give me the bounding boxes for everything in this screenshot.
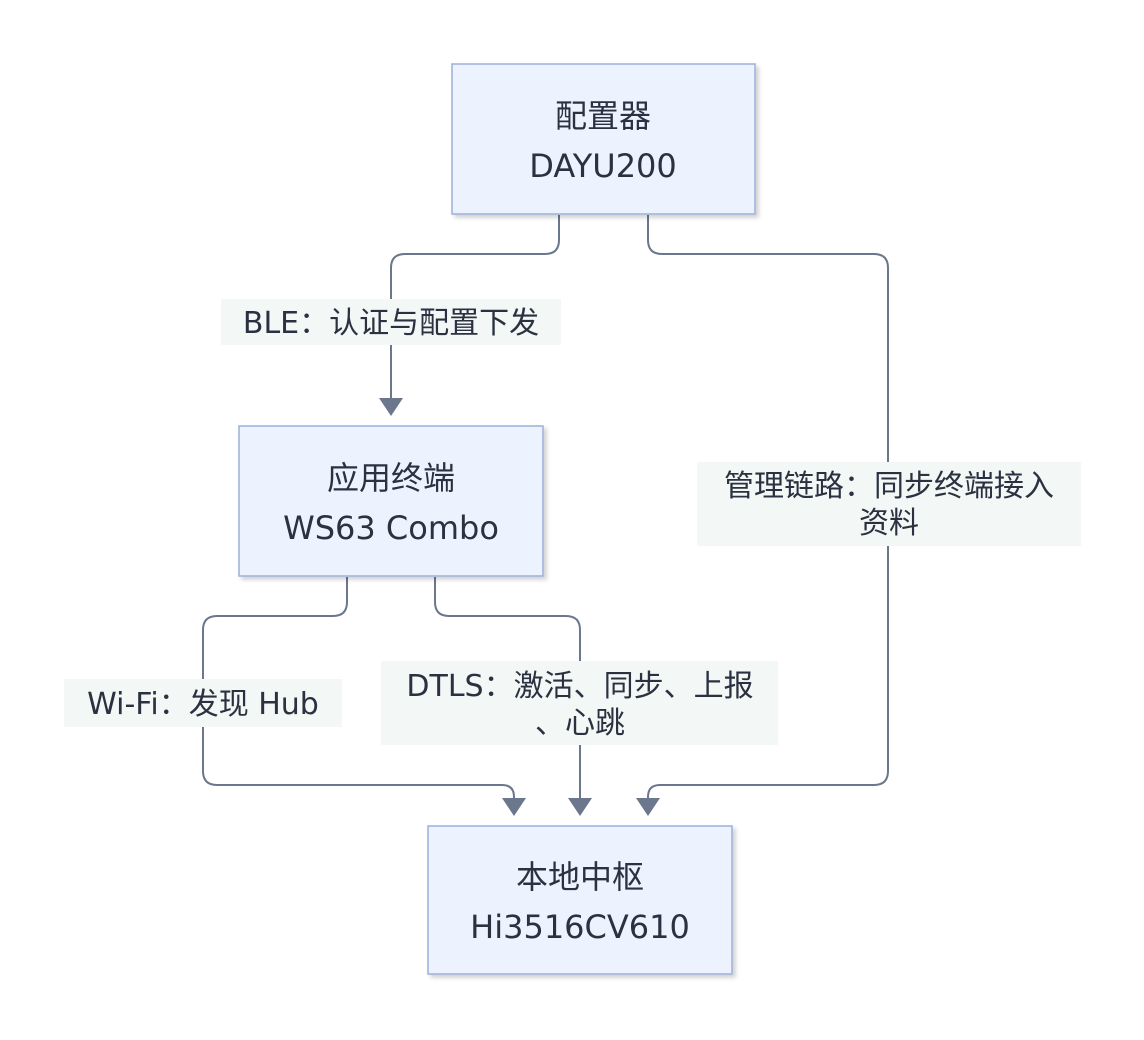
node-configurator-model: DAYU200 — [529, 147, 677, 185]
edge-ble — [390, 215, 560, 402]
edge-label-wifi: Wi-Fi：发现 Hub — [64, 679, 342, 727]
arrowhead-ble — [379, 398, 403, 416]
edge-label-ble: BLE：认证与配置下发 — [221, 299, 561, 345]
node-terminal: 应用终端 WS63 Combo — [238, 425, 544, 577]
svg-text:DTLS：激活、同步、上报: DTLS：激活、同步、上报 — [406, 669, 753, 704]
edge-dtls — [434, 577, 581, 802]
node-terminal-model: WS63 Combo — [283, 509, 499, 547]
edge-label-dtls: DTLS：激活、同步、上报 、心跳 — [381, 661, 778, 745]
node-hub-title: 本地中枢 — [516, 858, 644, 896]
node-configurator-title: 配置器 — [555, 97, 651, 135]
edge-label-management: 管理链路：同步终端接入 资料 — [697, 462, 1081, 546]
node-hub: 本地中枢 Hi3516CV610 — [427, 825, 733, 975]
arrowhead-wifi — [502, 798, 526, 816]
svg-text:Wi-Fi：发现 Hub: Wi-Fi：发现 Hub — [87, 687, 319, 722]
arrowhead-management — [636, 798, 660, 816]
node-configurator: 配置器 DAYU200 — [451, 63, 756, 215]
svg-text:BLE：认证与配置下发: BLE：认证与配置下发 — [243, 306, 539, 341]
node-hub-model: Hi3516CV610 — [470, 908, 690, 946]
svg-text:、心跳: 、心跳 — [535, 706, 625, 741]
node-terminal-title: 应用终端 — [327, 459, 455, 497]
svg-text:资料: 资料 — [859, 506, 919, 541]
arrowhead-dtls — [568, 798, 592, 816]
svg-text:管理链路：同步终端接入: 管理链路：同步终端接入 — [724, 469, 1054, 504]
